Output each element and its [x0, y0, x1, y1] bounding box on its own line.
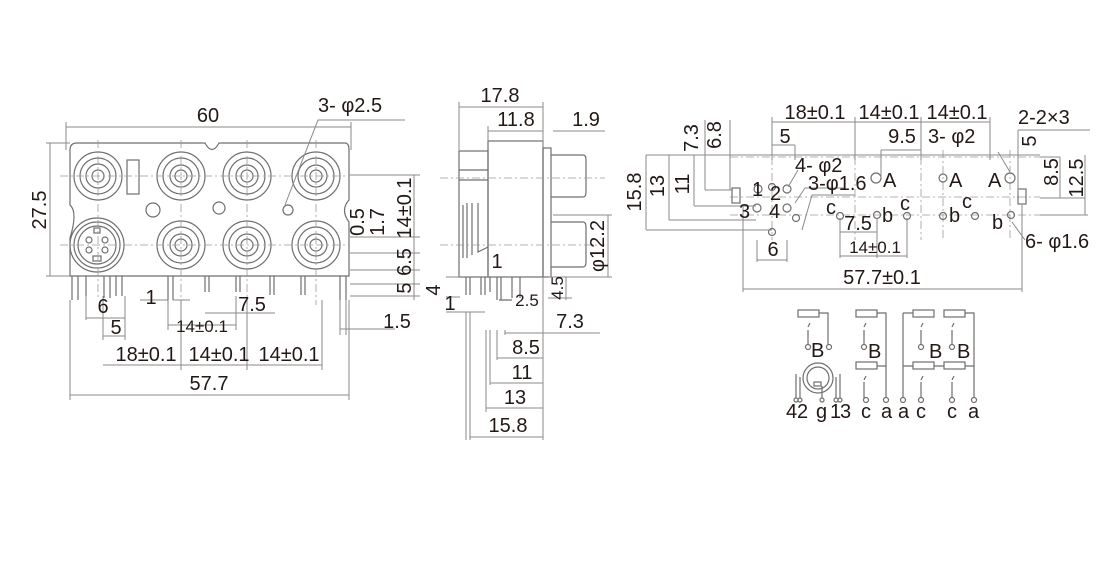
front-dimension-lines: [46, 119, 420, 400]
dim-bottom-4: 14±0.1: [176, 317, 228, 336]
sch-pin-4: 4: [786, 401, 797, 423]
sch-pin-2: 2: [797, 401, 808, 423]
pin-2: 2: [770, 183, 781, 205]
sch-pin-c-1: c: [916, 401, 926, 423]
side-body: [458, 140, 587, 301]
side-dim-5: 7.3: [556, 311, 584, 333]
pcb-left-4: 11: [672, 174, 694, 195]
pcb-pitch-1: 14±0.1: [858, 102, 919, 124]
schematic-lines: [793, 309, 978, 404]
hole-callout: 3- φ2.5: [318, 95, 382, 117]
dim-flange: 1.9: [572, 109, 600, 131]
dim-bottom-0: 6: [97, 296, 108, 318]
pin-4: 4: [769, 201, 780, 223]
callout-0: 3- φ2: [928, 126, 975, 148]
sch-pin-3: 3: [840, 401, 851, 423]
pcb-left-2: 15.8: [624, 173, 646, 212]
schematic: B B B B 4 2 g 1 3 c a a c c a: [786, 309, 980, 423]
switch-B-0: B: [811, 340, 824, 362]
side-dim-4: 4.5: [548, 276, 567, 300]
pcb-right-2: 12.5: [1066, 159, 1088, 198]
pcb-dimension-lines: [645, 117, 1090, 292]
mounting-holes: [145, 201, 294, 218]
dim-depth: 17.8: [481, 85, 520, 107]
term-A-0: A: [883, 170, 897, 192]
pcb-left-1: 6.8: [704, 121, 726, 149]
inner-dim-1: 6: [767, 239, 778, 261]
side-dim-6: 8.5: [512, 337, 540, 359]
dim-front-height: 27.5: [29, 191, 51, 230]
pcb-top-1: 9.5: [888, 126, 916, 148]
sch-pin-g: g: [816, 401, 827, 423]
term-b-2: b: [992, 212, 1003, 234]
side-dim-1: 4: [423, 284, 445, 295]
slot-callout: 2-2×3: [1018, 107, 1070, 129]
callout-2: 3-φ1.6: [808, 173, 867, 195]
pcb-right-1: 8.5: [1041, 158, 1063, 186]
dim-right-1: 1.7: [367, 208, 389, 236]
pcb-left-0: 7.3: [681, 124, 703, 152]
term-A-1: A: [949, 170, 963, 192]
side-dim-9: 15.8: [489, 415, 528, 437]
term-b-0: b: [882, 205, 893, 227]
side-dim-3: 2.5: [515, 291, 539, 310]
sch-pin-c-0: c: [861, 401, 871, 423]
dim-right-4: 5: [394, 282, 416, 293]
pcb-holes: [731, 172, 1027, 237]
pin-1: 1: [752, 179, 763, 201]
sch-pin-a-1: a: [898, 401, 910, 423]
side-dim-0: 1: [491, 251, 502, 273]
term-c-1: c: [900, 193, 910, 215]
callout-3: 6- φ1.6: [1025, 231, 1089, 253]
pcb-top-0: 5: [779, 126, 790, 148]
pitch-0: 18±0.1: [115, 344, 176, 366]
pcb-total: 57.7±0.1: [843, 267, 921, 289]
front-pins: [71, 276, 347, 300]
dim-bottom-5: 1.5: [383, 311, 411, 333]
switch-B-3: B: [957, 341, 970, 363]
side-view: 17.8 11.8 1.9 φ12.2 1 4 1 2.5 4.5 7.3 8.…: [423, 85, 612, 440]
term-c-0: c: [826, 197, 836, 219]
side-dimension-lines: [446, 102, 612, 440]
dim-front-width: 60: [197, 105, 219, 127]
pitch-1: 14±0.1: [188, 344, 249, 366]
front-body-outline: [69, 142, 350, 277]
dim-right-2: 14±0.1: [394, 177, 416, 238]
pcb-left-3: 13: [647, 175, 669, 197]
switch-B-2: B: [929, 341, 942, 363]
dim-right-0: 0.5: [347, 208, 369, 236]
callout-1: 4- φ2: [795, 155, 842, 177]
dim-bottom-1: 1: [145, 287, 156, 309]
dim-jack-diameter: φ12.2: [587, 220, 609, 272]
front-view: 60 3- φ2.5 27.5 0.5 1.7 14±0.1 6.5 5 6 1…: [29, 95, 420, 400]
term-c-2: c: [962, 191, 972, 213]
pin-span: 57.7: [190, 373, 229, 395]
term-b-1: b: [949, 205, 960, 227]
dim-bottom-3: 5: [110, 317, 121, 339]
sch-pin-a-0: a: [881, 401, 893, 423]
side-dim-2: 1: [444, 293, 455, 315]
pitch-2: 14±0.1: [258, 344, 319, 366]
rca-jacks: [73, 151, 341, 270]
sch-pin-c-2: c: [947, 401, 957, 423]
side-dim-8: 13: [504, 387, 526, 409]
sch-pin-1: 1: [830, 401, 841, 423]
inner-dim-0: 7.5: [844, 213, 872, 235]
pcb-layout-view: 18±0.1 14±0.1 14±0.1 2-2×3 7.3 6.8 15.8 …: [624, 102, 1090, 292]
dim-body-depth: 11.8: [497, 109, 534, 131]
side-dim-7: 11: [512, 362, 533, 384]
term-A-2: A: [988, 170, 1002, 192]
sch-pin-a-2: a: [968, 401, 980, 423]
dim-right-3: 6.5: [394, 248, 416, 276]
pcb-right-0: 5: [1019, 135, 1041, 146]
switch-B-1: B: [868, 341, 881, 363]
dim-bottom-2: 7.5: [238, 294, 266, 316]
inner-dim-2: 14±0.1: [849, 238, 901, 257]
pcb-pitch-2: 14±0.1: [926, 102, 987, 124]
pin-3: 3: [739, 201, 750, 223]
pcb-pitch-0: 18±0.1: [784, 102, 845, 124]
